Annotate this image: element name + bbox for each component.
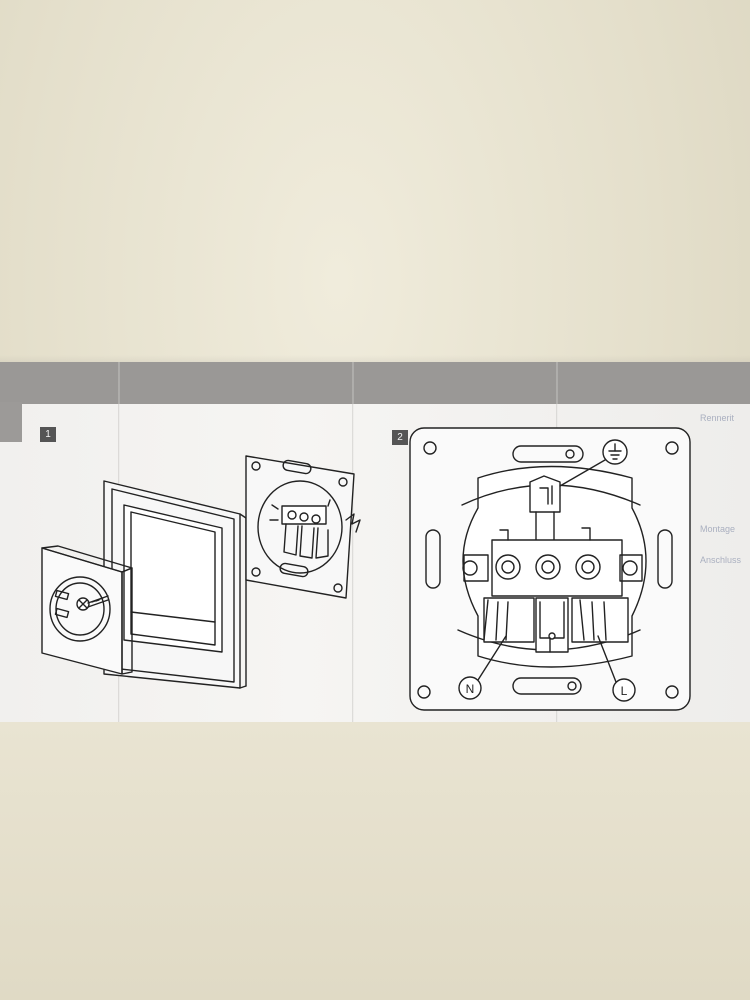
neutral-label: N	[466, 682, 475, 696]
terminal-block	[462, 527, 643, 597]
socket-mechanism	[245, 455, 361, 599]
top-slot	[512, 445, 584, 463]
right-slot	[657, 529, 673, 589]
earth-contact	[529, 475, 561, 541]
neutral-label-circle	[458, 676, 482, 700]
bleed-through-text: Rennerit Montage Anschluss	[700, 410, 750, 610]
bottom-slot	[512, 677, 582, 695]
earth-label	[559, 439, 628, 487]
header-band	[0, 362, 750, 404]
live-label: L	[621, 684, 628, 698]
fold-line-2	[352, 362, 354, 722]
contact-springs	[483, 597, 629, 653]
neutral-leader	[477, 635, 507, 681]
bleed-line-3: Anschluss	[700, 555, 742, 565]
step-1-badge: 1	[40, 427, 56, 442]
live-leader	[597, 635, 617, 683]
left-slot	[425, 529, 441, 589]
live-label-circle	[612, 678, 636, 702]
corner-screw-hole	[665, 685, 679, 699]
socket-cover	[41, 545, 133, 675]
step-1-diagram	[41, 455, 361, 689]
step-2-badge: 2	[392, 430, 408, 445]
corner-screw-hole	[423, 441, 437, 455]
wall-lower	[0, 720, 750, 1000]
corner-screw-hole	[417, 685, 431, 699]
bleed-line-1: Rennerit	[700, 413, 735, 423]
step-2-diagram	[409, 427, 691, 711]
cover-frame	[103, 480, 247, 689]
header-band-notch	[0, 402, 22, 442]
bleed-line-2: Montage	[700, 524, 736, 534]
corner-screw-hole	[665, 441, 679, 455]
